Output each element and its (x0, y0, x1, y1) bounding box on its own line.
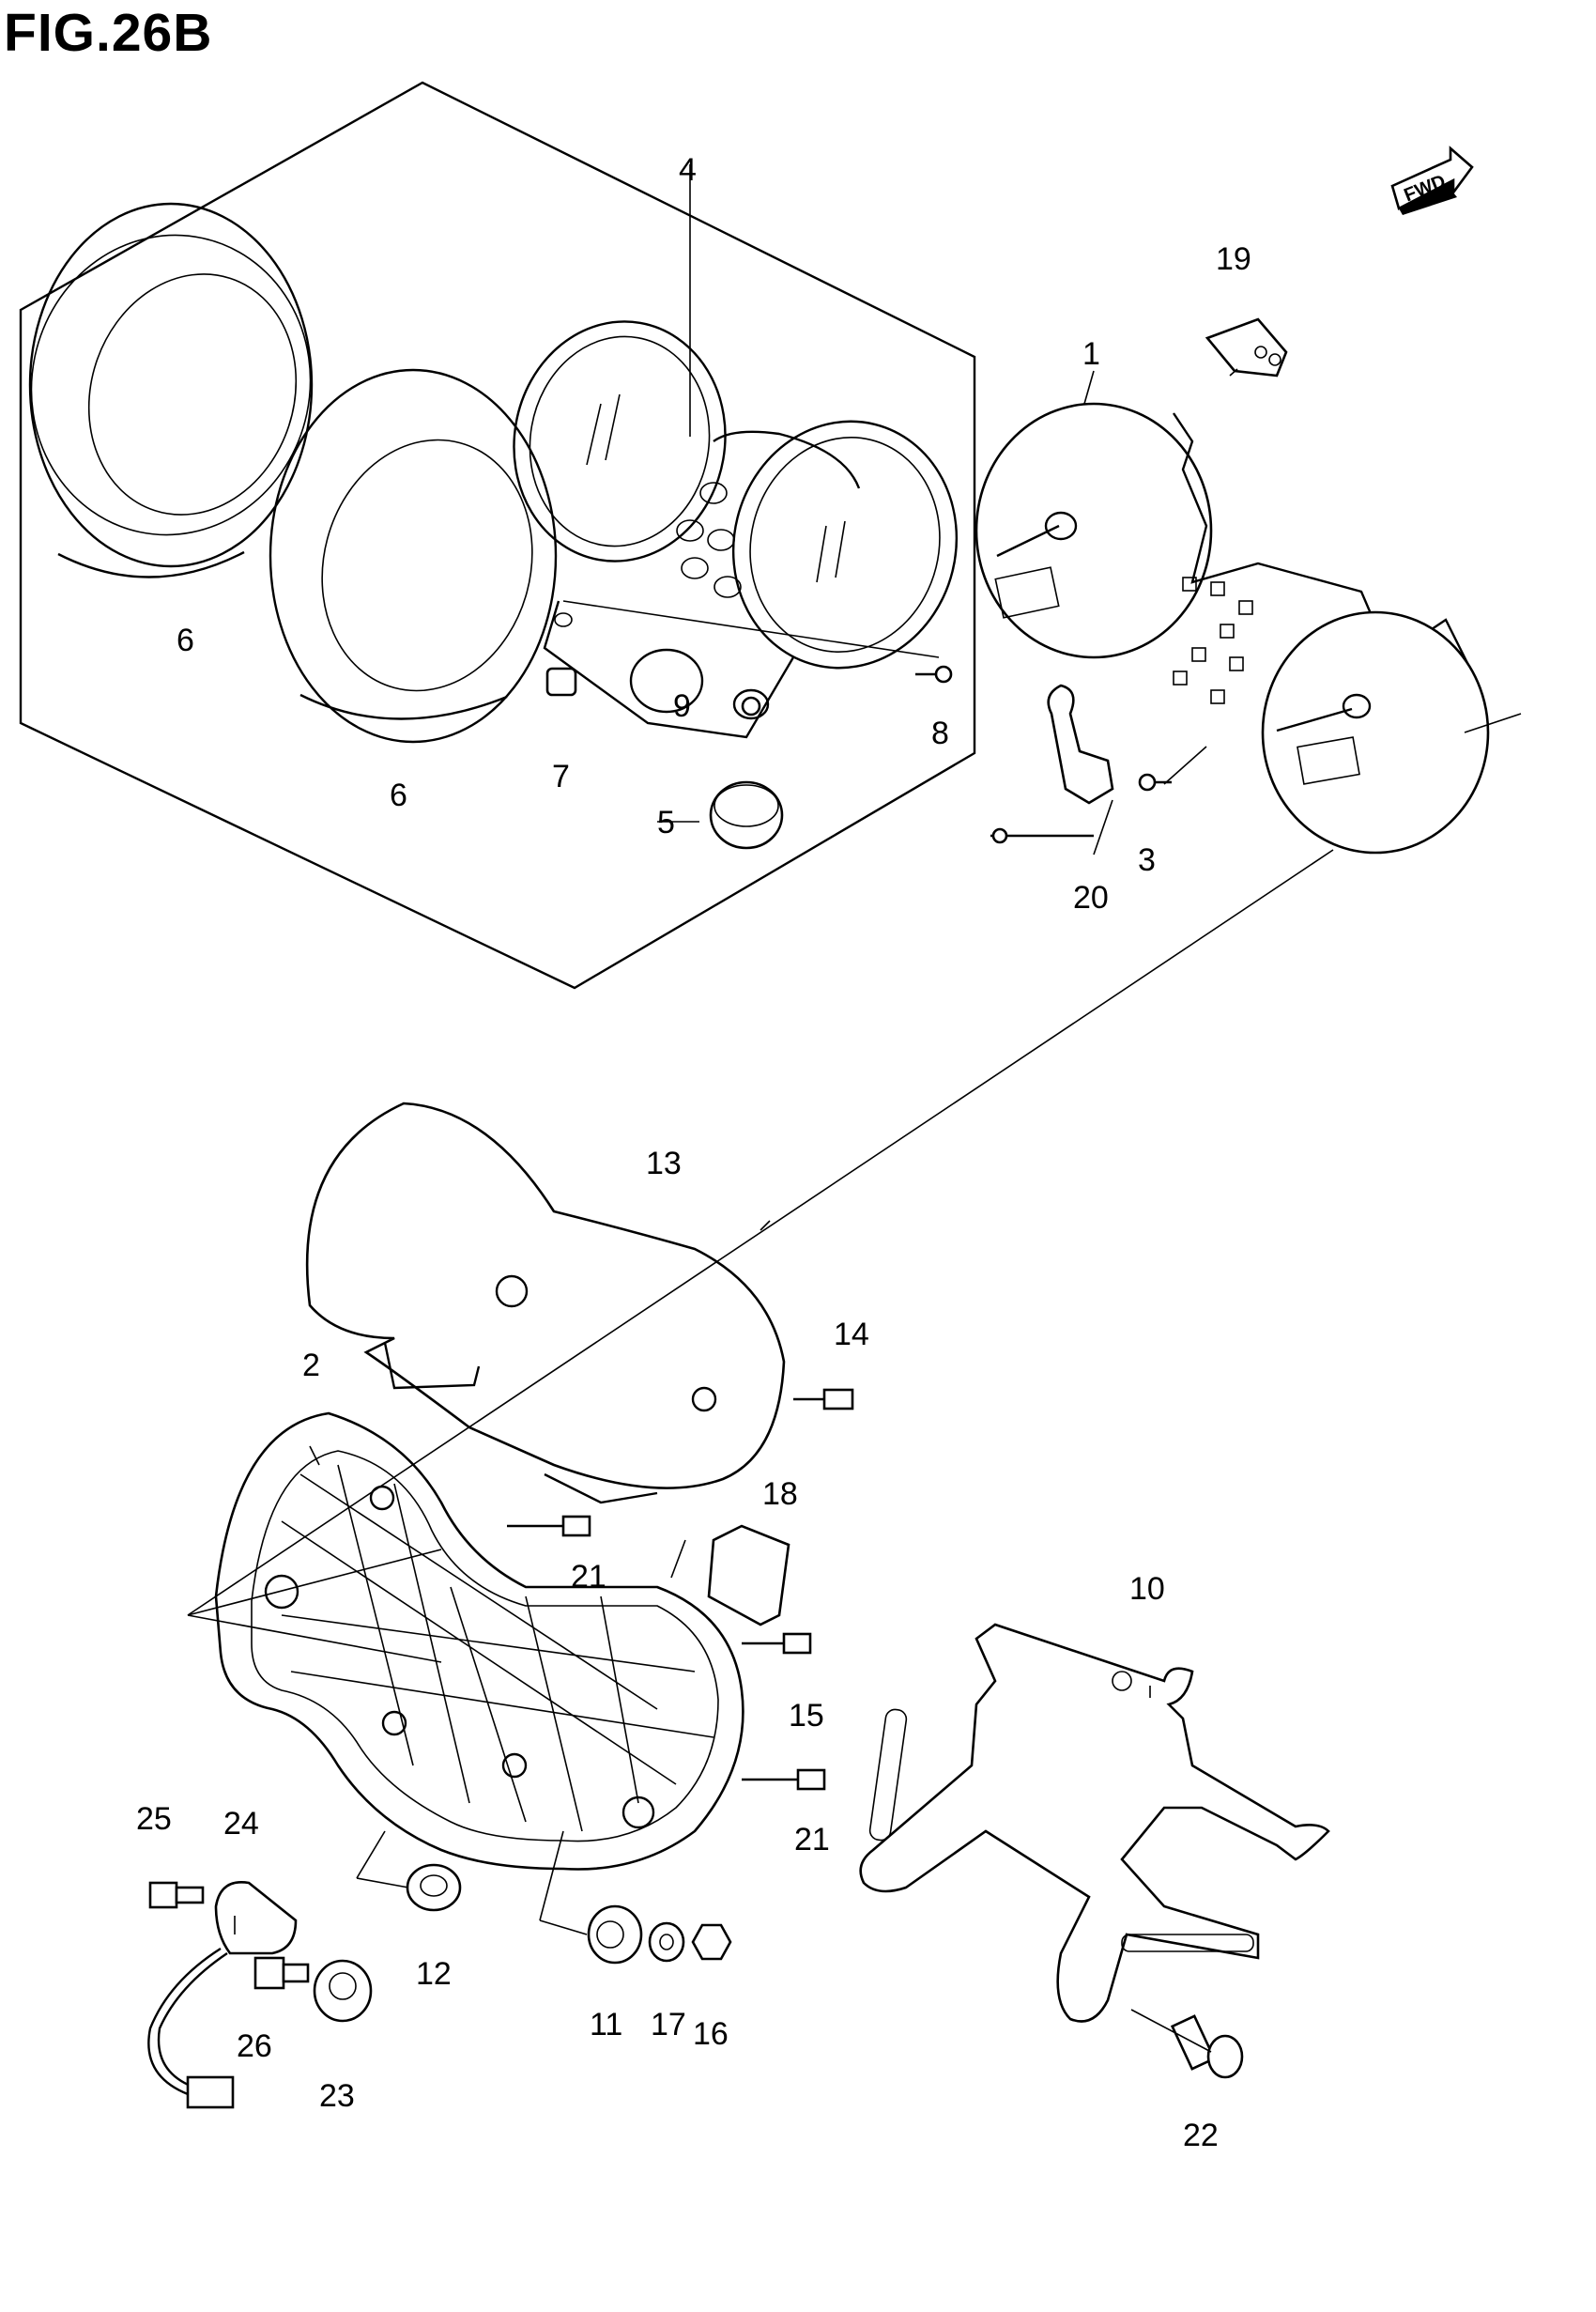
callout-12: 12 (416, 1956, 452, 1992)
callout-13: 13 (646, 1146, 682, 1181)
fwd-arrow-icon: FWD (1390, 146, 1474, 215)
assembly-4-group-outline (19, 81, 976, 990)
bracket-pad-18 (707, 1524, 790, 1626)
callout-6b: 6 (390, 778, 407, 813)
indicator-cover-19 (1205, 317, 1288, 378)
combination-meter-1 (974, 402, 1490, 855)
screw-15 (742, 1632, 812, 1655)
callout-11: 11 (590, 2007, 622, 2042)
bolt-25 (148, 1881, 205, 1909)
callout-20: 20 (1073, 880, 1109, 916)
grommet-11 (587, 1904, 643, 1965)
callout-16: 16 (693, 2016, 729, 2052)
callout-23: 23 (319, 2078, 355, 2114)
callout-19: 19 (1216, 241, 1251, 277)
screw-9 (741, 696, 761, 717)
bulb-socket-24 (147, 1880, 298, 2109)
washer-17 (648, 1921, 685, 1963)
callout-18: 18 (762, 1476, 798, 1512)
meter-ring-right (269, 368, 558, 744)
screw-3 (1138, 773, 1172, 792)
meter-lower-cover-13 (305, 1102, 786, 1504)
meter-upper-case (513, 320, 959, 739)
callout-22: 22 (1183, 2118, 1219, 2153)
callout-1: 1 (1082, 336, 1100, 372)
reset-knob-5 (709, 780, 784, 850)
bolt-26 (253, 1956, 310, 1990)
callout-9: 9 (673, 688, 691, 724)
callout-6a: 6 (176, 623, 194, 658)
callout-7: 7 (552, 759, 570, 794)
meter-bracket-10 (859, 1623, 1330, 2023)
sensor-20 (990, 684, 1114, 844)
callout-2: 2 (302, 1348, 320, 1383)
callout-15: 15 (789, 1698, 824, 1734)
leader-lines (187, 164, 1522, 2053)
callout-10: 10 (1129, 1571, 1165, 1607)
screw-21-upper (507, 1515, 591, 1537)
callout-26: 26 (237, 2028, 272, 2064)
callout-21a: 21 (571, 1559, 606, 1595)
callout-21b: 21 (794, 1822, 830, 1857)
meter-base-2 (214, 1411, 744, 1871)
meter-ring-left (28, 202, 314, 578)
figure-title: FIG.26B (4, 3, 213, 63)
screw-21-lower (742, 1768, 826, 1791)
callout-4: 4 (679, 152, 697, 188)
callout-3: 3 (1138, 842, 1156, 878)
callout-14: 14 (834, 1317, 869, 1352)
callout-17: 17 (651, 2007, 686, 2042)
callout-8: 8 (931, 716, 949, 751)
screw-8 (915, 665, 953, 684)
screw-14 (793, 1388, 854, 1410)
grommet-12 (406, 1863, 462, 1912)
callout-24: 24 (223, 1806, 259, 1842)
bolt-22 (1170, 2014, 1244, 2079)
nut-16 (691, 1923, 732, 1961)
callout-5: 5 (657, 805, 675, 840)
callout-25: 25 (136, 1801, 172, 1837)
bulb-23 (313, 1959, 373, 2023)
indicator-cap-7 (545, 667, 577, 697)
